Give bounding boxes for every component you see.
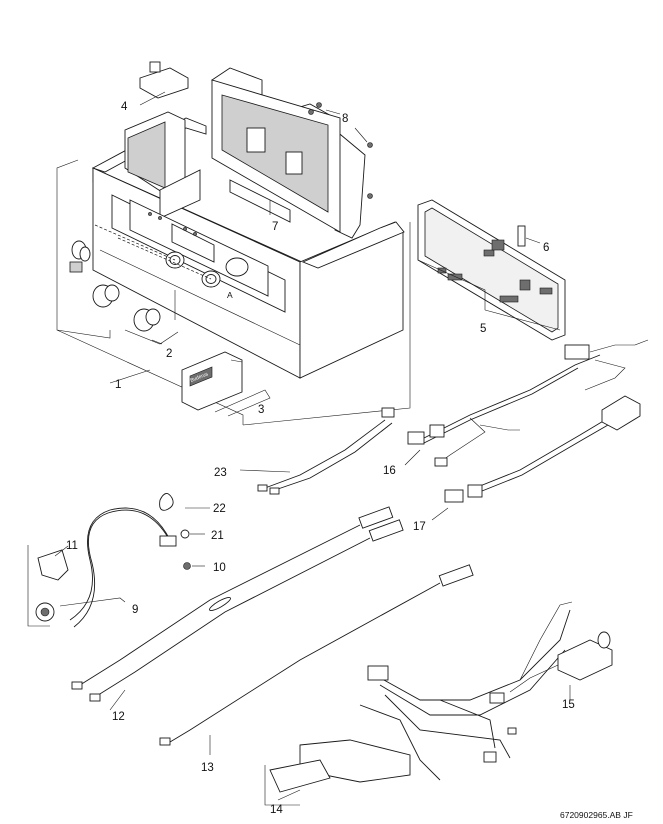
- callout-23: 23: [214, 467, 227, 479]
- frame-part-7: [211, 67, 366, 239]
- callout-21: 21: [211, 530, 224, 542]
- cable-part-17: [431, 395, 641, 521]
- callout-11: 11: [66, 540, 78, 552]
- callout-6: 6: [543, 242, 549, 254]
- fuse-part-6: [517, 225, 541, 247]
- callout-2: 2: [166, 348, 172, 360]
- callout-9: 9: [132, 604, 138, 616]
- knobs-part-2: [69, 240, 179, 345]
- callout-8: 8: [342, 113, 348, 125]
- sensor-part-9: [27, 507, 177, 628]
- screws-part-8: [308, 102, 373, 199]
- callout-7: 7: [272, 221, 278, 233]
- bracket-part-4: [139, 61, 189, 106]
- callout-16: 16: [383, 465, 396, 477]
- callout-12: 12: [112, 711, 125, 723]
- callout-1: 1: [115, 379, 121, 391]
- cable-part-16: [404, 339, 649, 467]
- callout-14: 14: [270, 804, 283, 816]
- badge-part-3: Buderus: [181, 351, 271, 417]
- callout-13: 13: [201, 762, 214, 774]
- housing-part-1: A: [91, 111, 405, 379]
- harness-part-14: [264, 601, 573, 806]
- callout-10: 10: [213, 562, 226, 574]
- callout-5: 5: [480, 323, 486, 335]
- callout-4: 4: [121, 101, 128, 113]
- svg-text:A: A: [227, 290, 233, 300]
- callout-22: 22: [213, 503, 226, 515]
- assembly-1-bracket: [56, 159, 411, 426]
- pcb-part-5: [417, 199, 566, 341]
- small-parts-22-21-10: [159, 493, 210, 570]
- callout-17: 17: [413, 521, 426, 533]
- callout-labels: 1 2 3 4 5 6 7 8 9 10 11 12 13 14 15 16 1…: [66, 101, 575, 816]
- callout-15: 15: [562, 699, 575, 711]
- switch-part-15: [509, 631, 613, 700]
- drawing-reference: 6720902965.AB JF: [560, 810, 633, 820]
- cable-part-23: [239, 407, 395, 495]
- sensor-leads-12-13: [71, 506, 474, 755]
- callout-3: 3: [258, 404, 264, 416]
